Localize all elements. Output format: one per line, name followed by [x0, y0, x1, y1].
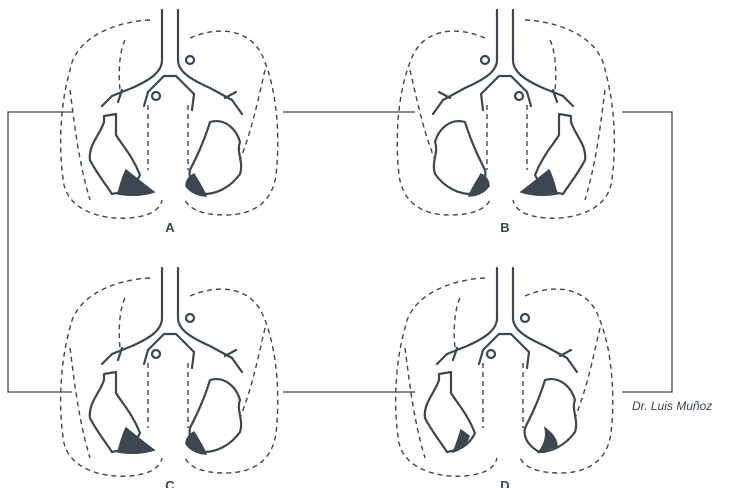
right-lung-inner [483, 328, 600, 428]
hilum-node [186, 314, 194, 322]
left-lung-outline [396, 278, 497, 476]
hilum-node [487, 350, 495, 358]
panel-figure [397, 10, 614, 218]
panel-label-c: C [165, 478, 175, 488]
right-lung-inner [148, 70, 265, 170]
panel-label-b: B [500, 220, 509, 235]
left-dark-region [521, 170, 557, 195]
author-credit: Dr. Luis Muñoz [632, 399, 712, 413]
panel-figure [61, 10, 278, 218]
left-dark-region [118, 170, 154, 195]
right-lung-outline [519, 289, 613, 473]
hilum-node [152, 350, 160, 358]
trachea [447, 268, 567, 358]
panel-d: D [396, 268, 613, 488]
panel-label-d: D [500, 478, 509, 488]
hilum-node [186, 56, 194, 64]
trachea [443, 10, 563, 100]
trachea [112, 268, 232, 358]
right-lung-inner [148, 328, 265, 428]
right-dark-region [469, 174, 489, 196]
panels-group: A B C D [61, 10, 615, 488]
connecting-frame [8, 112, 672, 392]
panel-label-a: A [165, 220, 175, 235]
hilum-node [521, 314, 529, 322]
hilum-node [481, 56, 489, 64]
hilum-node [515, 92, 523, 100]
panel-b: B [397, 10, 614, 235]
panel-c: C [61, 268, 278, 488]
hilum-node [152, 92, 160, 100]
left-dark-region [118, 428, 154, 453]
panel-figure [396, 268, 613, 476]
right-lung-inner [410, 70, 527, 170]
right-dark-region [186, 432, 206, 454]
panel-a: A [61, 10, 278, 235]
panel-figure [61, 268, 278, 476]
left-dark-region [453, 430, 469, 452]
right-dark-region [186, 174, 206, 196]
trachea [112, 10, 232, 100]
